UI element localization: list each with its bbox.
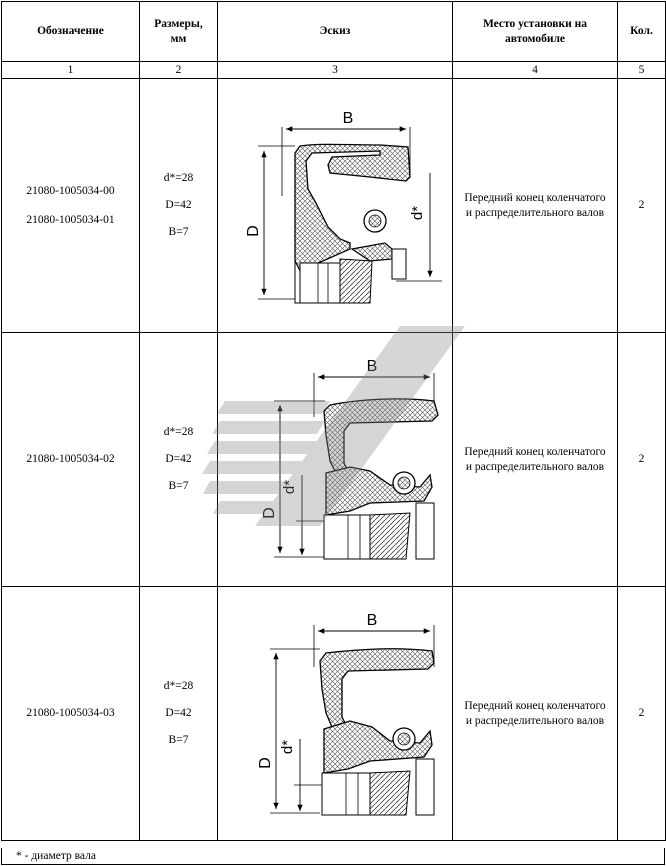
label-d: d* bbox=[409, 205, 426, 219]
header-sketch: Эскиз bbox=[217, 1, 453, 62]
label-D: D bbox=[261, 507, 278, 519]
column-number: 2 bbox=[139, 61, 218, 79]
dimension-D: D=42 bbox=[165, 199, 192, 211]
designation-code: 21080-1005034-02 bbox=[26, 453, 115, 465]
dimension-d: d*=28 bbox=[163, 426, 194, 438]
qty-cell: 2 bbox=[617, 332, 666, 587]
sketch-cell: B D d* bbox=[217, 586, 453, 841]
column-number: 4 bbox=[452, 61, 618, 79]
label-B: B bbox=[343, 110, 354, 127]
label-B: B bbox=[367, 358, 378, 375]
column-number: 5 bbox=[617, 61, 666, 79]
header-location: Место установки на автомобиле bbox=[452, 1, 618, 62]
dimensions-cell: d*=28 D=42 B=7 bbox=[139, 332, 218, 587]
header-row: Обозначение Размеры, мм Эскиз Место уста… bbox=[1, 1, 666, 62]
table-row: 21080-1005034-03 d*=28 D=42 B=7 B D d* bbox=[1, 586, 666, 841]
designation-cell: 21080-1005034-02 bbox=[1, 332, 140, 587]
location-cell: Передний конец коленчатого и распределит… bbox=[452, 332, 618, 587]
dimension-d: d*=28 bbox=[163, 172, 194, 184]
table-row: 21080-1005034-00 21080-1005034-01 d*=28 … bbox=[1, 78, 666, 333]
location-cell: Передний конец коленчатого и распределит… bbox=[452, 586, 618, 841]
designation-cell: 21080-1005034-00 21080-1005034-01 bbox=[1, 78, 140, 333]
dimension-B: B=7 bbox=[168, 226, 189, 238]
label-D: D bbox=[257, 757, 274, 769]
location-text: Передний конец коленчатого и распределит… bbox=[464, 445, 606, 473]
designation-cell: 21080-1005034-03 bbox=[1, 586, 140, 841]
location-text: Передний конец коленчатого и распределит… bbox=[464, 191, 606, 219]
header-qty: Кол. bbox=[617, 1, 666, 62]
label-d: d* bbox=[281, 479, 298, 493]
column-number: 1 bbox=[1, 61, 140, 79]
qty-cell: 2 bbox=[617, 586, 666, 841]
dimension-D: D=42 bbox=[165, 707, 192, 719]
seal-sketch: B D d* bbox=[245, 110, 442, 303]
label-B: B bbox=[367, 612, 378, 629]
dimensions-cell: d*=28 D=42 B=7 bbox=[139, 586, 218, 841]
label-d: d* bbox=[279, 739, 296, 753]
qty-cell: 2 bbox=[617, 78, 666, 333]
column-number: 3 bbox=[217, 61, 453, 79]
header-designation: Обозначение bbox=[1, 1, 140, 62]
designation-code: 21080-1005034-03 bbox=[26, 707, 115, 719]
dimension-d: d*=28 bbox=[163, 680, 194, 692]
dimension-B: B=7 bbox=[168, 734, 189, 746]
footnote: * - диаметр вала bbox=[1, 848, 665, 865]
location-text: Передний конец коленчатого и распределит… bbox=[464, 699, 606, 727]
sketch-cell: B D d* bbox=[217, 78, 453, 333]
seal-sketch: B D d* bbox=[261, 358, 439, 559]
spec-table: Обозначение Размеры, мм Эскиз Место уста… bbox=[1, 1, 666, 841]
dimensions-cell: d*=28 D=42 B=7 bbox=[139, 78, 218, 333]
column-number-row: 1 2 3 4 5 bbox=[1, 61, 666, 79]
dimension-B: B=7 bbox=[168, 480, 189, 492]
sketch-cell: B D d* bbox=[217, 332, 453, 587]
location-cell: Передний конец коленчатого и распределит… bbox=[452, 78, 618, 333]
designation-code: 21080-1005034-00 bbox=[26, 184, 115, 197]
table-row: 21080-1005034-02 d*=28 D=42 B=7 B D d* bbox=[1, 332, 666, 587]
dimension-D: D=42 bbox=[165, 453, 192, 465]
designation-code: 21080-1005034-01 bbox=[26, 213, 115, 226]
seal-sketch: B D d* bbox=[257, 612, 435, 815]
header-dimensions: Размеры, мм bbox=[139, 1, 218, 62]
label-D: D bbox=[245, 225, 262, 237]
